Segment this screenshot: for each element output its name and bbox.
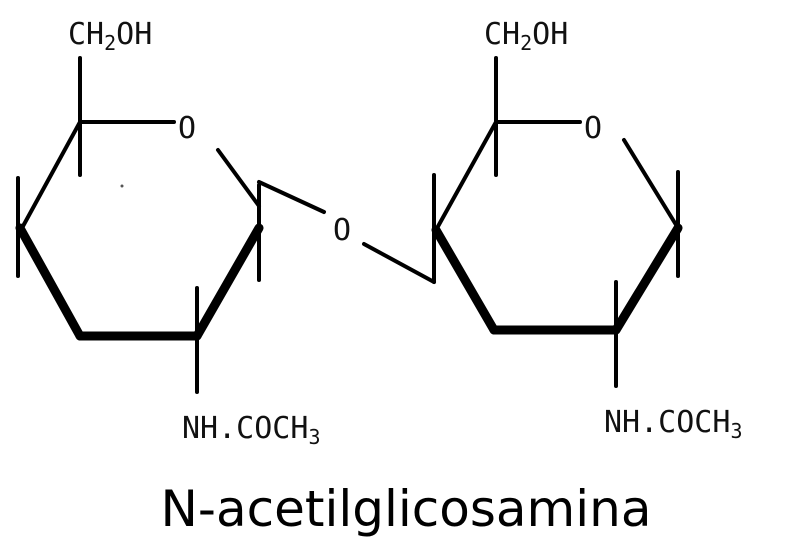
right-c4-c3-bond <box>431 225 499 335</box>
right-c5-c4-bond <box>434 120 498 232</box>
right-ch2oh-label: CH2OH <box>484 17 568 55</box>
left-sugar-unit: CH2OH O NH.COCH3 <box>15 17 320 449</box>
left-c5-c4-bond <box>20 120 82 230</box>
left-nhcoch3-label: NH.COCH3 <box>182 411 320 449</box>
right-c2-c1-bond <box>611 223 683 335</box>
left-ring-oxygen: O <box>178 111 196 146</box>
right-sugar-unit: CH2OH O NH.COCH3 <box>431 17 742 443</box>
left-c2-c1-bond <box>192 223 264 341</box>
bridge-left-bond <box>257 180 326 214</box>
right-ring-oxygen: O <box>584 111 602 146</box>
right-nhcoch3-label: NH.COCH3 <box>604 405 742 443</box>
bridge-oxygen: O <box>333 213 351 248</box>
glycosidic-bridge: O <box>257 180 436 284</box>
left-ch2oh-label: CH2OH <box>68 17 152 55</box>
left-o-c1-bond <box>216 148 261 208</box>
bridge-right-bond <box>362 242 436 284</box>
scan-speck <box>120 184 124 188</box>
right-o-c1-bond <box>622 138 680 230</box>
caption: N-acetilglicosamina <box>161 480 652 538</box>
left-c4-c3-bond <box>15 223 85 341</box>
